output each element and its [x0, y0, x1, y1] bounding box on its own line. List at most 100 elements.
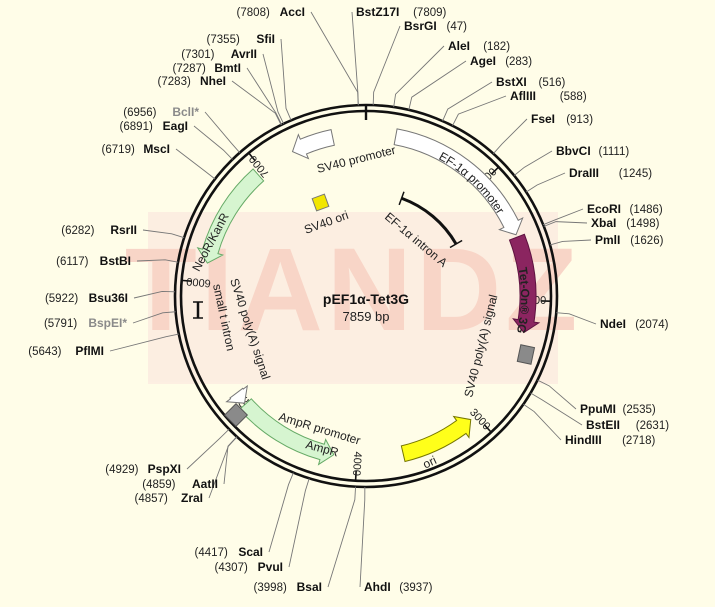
site-position: (4417) [195, 547, 228, 559]
sv40-polya-right-box [516, 344, 536, 365]
site-leader [408, 60, 467, 110]
site-leader [556, 312, 597, 325]
site-name: ZraI [181, 491, 203, 505]
ef1a-intron-arc [401, 196, 458, 245]
site-leader [543, 221, 588, 227]
sv40-promoter-feature [291, 129, 335, 160]
site-bstxi: BstXI(516) [496, 75, 566, 89]
site-leader [537, 379, 577, 410]
site-name: SfiI [256, 32, 275, 46]
site-position: (913) [566, 114, 593, 126]
ampr-promoter-arrow [225, 384, 248, 404]
site-ndei: NdeI(2074) [600, 317, 669, 331]
site-leader [351, 11, 359, 106]
site-pvui: PvuI (4307) [215, 560, 283, 574]
site-position: (588) [560, 91, 587, 103]
site-position: (7301) [181, 49, 214, 61]
site-leader [493, 118, 528, 154]
site-name: AccI [280, 5, 305, 19]
site-position: (5791) [44, 318, 77, 330]
site-acci: AccI(7808) [237, 5, 305, 19]
site-afliii: AflIII(588) [510, 89, 587, 103]
site-position: (7355) [207, 34, 240, 46]
site-name: BbvCI [556, 144, 591, 158]
site-name: AleI [448, 39, 470, 53]
site-xbai: XbaI(1498) [591, 216, 660, 230]
site-bspei: BspEI*(5791) [44, 316, 127, 330]
site-position: (2535) [623, 404, 656, 416]
site-leader [175, 148, 216, 180]
site-position: (6282) [61, 225, 94, 237]
site-leader [543, 208, 584, 226]
site-name: BsaI [297, 580, 322, 594]
site-position: (4859) [142, 479, 175, 491]
tet-on-3g-label-path: Tet-On® 3G [514, 266, 532, 335]
site-name: FseI [531, 112, 555, 126]
site-name: BstEII [586, 418, 620, 432]
site-name: NdeI [600, 317, 626, 331]
site-name: AvrII [231, 47, 257, 61]
site-leader [132, 311, 176, 324]
site-position: (283) [505, 56, 532, 68]
site-bcli: BclI*(6956) [123, 105, 199, 119]
site-name: AgeI [470, 54, 496, 68]
site-leader [393, 45, 445, 108]
site-position: (4307) [215, 562, 248, 574]
site-leader [223, 436, 238, 485]
site-leader [525, 172, 566, 193]
site-position: (4857) [135, 493, 168, 505]
site-leader [523, 403, 562, 441]
sv40-promoter-arrow [291, 129, 335, 160]
site-name: RsrII [110, 223, 137, 237]
site-bsteii: BstEII(2631) [586, 418, 669, 432]
site-leader [136, 259, 179, 263]
tet-on-3g-feature [508, 233, 541, 334]
site-position: (5643) [28, 346, 61, 358]
site-name: HindIII [565, 433, 602, 447]
site-name: AatII [192, 477, 218, 491]
site-bstbi: BstBI(6117) [56, 254, 131, 268]
tick-mark [354, 470, 357, 481]
site-name: MscI [143, 142, 170, 156]
site-leader [513, 150, 553, 176]
sv40-promoter-label: SV40 promoter [315, 143, 397, 176]
site-bsai: BsaI (3998) [254, 580, 322, 594]
ef1a-intron-cap-end [449, 239, 463, 249]
site-position: (3998) [254, 582, 287, 594]
site-position: (4929) [105, 464, 138, 476]
site-fsei: FseI (913) [531, 112, 593, 126]
site-leader [109, 333, 179, 352]
ef1a-promoter-label-path: EF-1α promoter [437, 149, 508, 216]
site-rsrii: RsrII (6282) [61, 223, 137, 237]
site-pflmi: PflMI (5643) [28, 344, 104, 358]
tick-mark [490, 166, 500, 175]
site-leader [288, 478, 310, 568]
site-leader [262, 53, 284, 124]
site-position: (1498) [626, 218, 659, 230]
ampr-promoter-feature [225, 384, 248, 404]
site-name: EagI [163, 119, 188, 133]
ef1a-promoter-arrow [393, 128, 524, 236]
site-leaders [109, 11, 597, 588]
site-name: PvuI [258, 560, 283, 574]
site-avrii: AvrII (7301) [181, 47, 257, 61]
site-nhei: NheI(7283) [158, 74, 226, 88]
ef1a-intron-cap-start [398, 191, 405, 206]
site-position: (5922) [45, 293, 78, 305]
ef1a-promoter-label: EF-1α promoter [437, 149, 508, 216]
watermark-text: TIANDZ [125, 224, 582, 356]
site-position: (7809) [413, 7, 446, 19]
site-name: BmtI [214, 61, 241, 75]
site-leader [310, 11, 359, 106]
small-t-intron-marker [193, 301, 203, 319]
site-name: BstXI [496, 75, 527, 89]
site-position: (6719) [102, 144, 135, 156]
site-leader [186, 428, 230, 470]
site-alei: AleI(182) [448, 39, 510, 53]
plasmid-name: pEF1α-Tet3G [323, 291, 409, 307]
site-bsu36i: Bsu36I(5922) [45, 291, 128, 305]
site-position: (7283) [158, 76, 191, 88]
site-name: PflMI [75, 344, 104, 358]
site-name: BstZ17I [356, 5, 399, 19]
ori-arrow [400, 415, 472, 463]
